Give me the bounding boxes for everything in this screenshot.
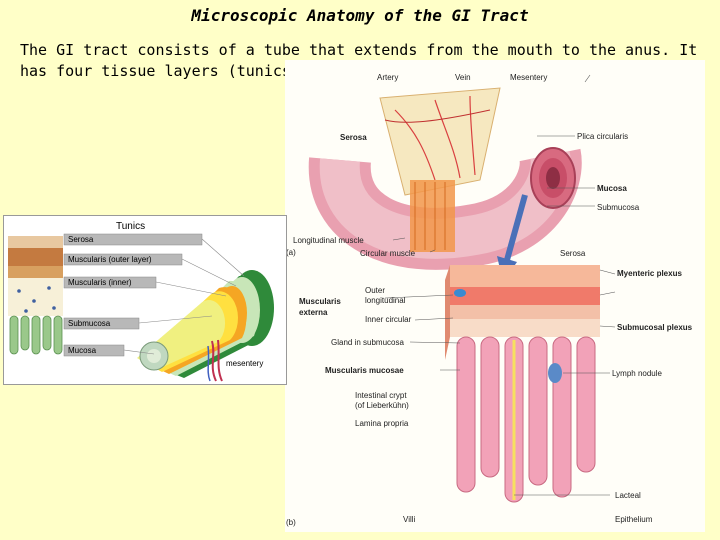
tunics-illustration: Tunics Serosa Muscularis (outer layer) M… (8, 221, 274, 382)
label-submucosal-plexus: Submucosal plexus (617, 323, 693, 332)
label-outer: Outer (365, 286, 385, 295)
tunics-title: Tunics (116, 221, 145, 232)
label-inner: Inner circular (365, 315, 412, 324)
label-longitudinal: Longitudinal muscle (293, 236, 364, 245)
label-vein: Vein (455, 73, 471, 82)
slide-title: Microscopic Anatomy of the GI Tract (191, 6, 529, 25)
label-epithelium: Epithelium (615, 515, 653, 524)
label-externa: externa (299, 308, 328, 317)
label-serosa-top: Serosa (340, 133, 367, 142)
tunic-mesentery: mesentery (226, 359, 263, 368)
label-lamina: Lamina propria (355, 419, 409, 428)
label-panel-b: (b) (286, 518, 296, 527)
tunics-diagram: Tunics Serosa Muscularis (outer layer) M… (3, 215, 287, 385)
tunic-submucosa: Submucosa (68, 319, 111, 328)
label-artery: Artery (377, 73, 398, 82)
tunic-muscularis-outer: Muscularis (outer layer) (68, 255, 152, 264)
intestine-illustration: Artery Vein Mesentery Serosa Plica circu… (286, 73, 693, 527)
label-crypt: Intestinal crypt (355, 391, 407, 400)
label-crypt2: (of Lieberkühn) (355, 401, 409, 410)
tunic-mucosa: Mucosa (68, 346, 97, 355)
label-myenteric: Myenteric plexus (617, 269, 682, 278)
label-plica: Plica circularis (577, 132, 628, 141)
intro-text: The GI tract consists of a tube that ext… (20, 41, 698, 80)
label-gland: Gland in submucosa (331, 338, 404, 347)
label-villi: Villi (403, 515, 416, 524)
label-mucosa: Mucosa (597, 184, 627, 193)
tunic-muscularis-inner: Muscularis (inner) (68, 278, 132, 287)
label-circular: Circular muscle (360, 249, 416, 258)
label-outer2: longitudinal (365, 296, 406, 305)
intestine-diagram: Artery Vein Mesentery Serosa Plica circu… (285, 60, 705, 532)
label-panel-a: (a) (286, 248, 296, 257)
label-mesentery: Mesentery (510, 73, 547, 82)
label-muscularis-mucosae: Muscularis mucosae (325, 366, 404, 375)
label-muscularis: Muscularis (299, 297, 341, 306)
label-serosa-b: Serosa (560, 249, 586, 258)
tunic-serosa: Serosa (68, 235, 94, 244)
label-lymph: Lymph nodule (612, 369, 663, 378)
label-lacteal: Lacteal (615, 491, 641, 500)
label-submucosa: Submucosa (597, 203, 640, 212)
